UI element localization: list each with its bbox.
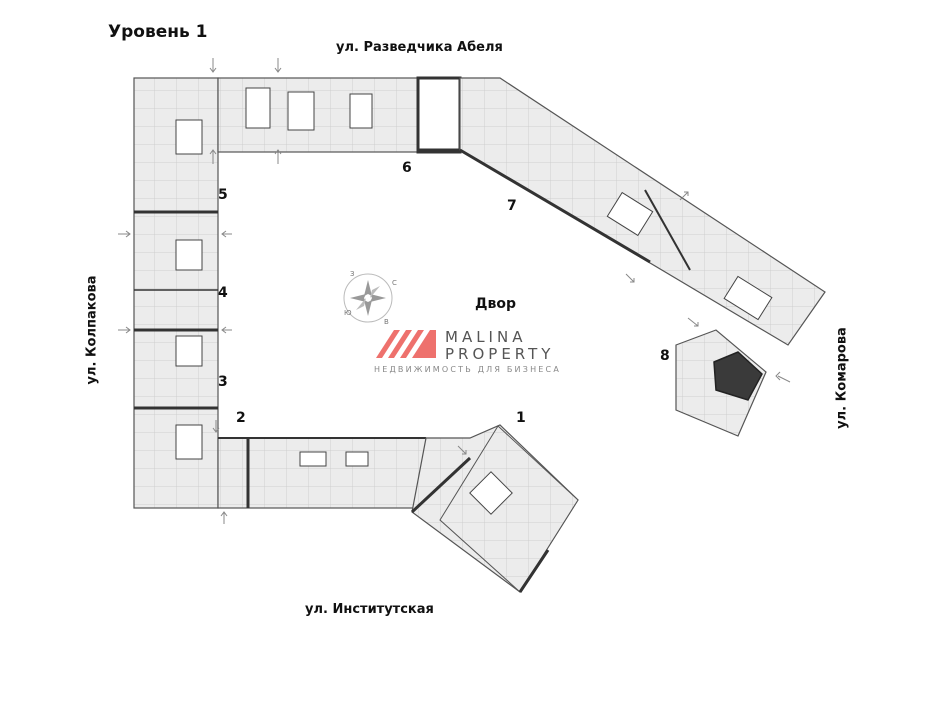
section-number-5: 5 [218,187,228,203]
level-title: Уровень 1 [108,22,208,42]
building-section-8 [675,329,767,437]
section-number-6: 6 [402,160,412,176]
building-diagonal-wing [459,77,826,346]
section-number-7: 7 [507,198,517,214]
entrance-arrows [118,58,791,524]
malina-logo-mark [376,330,436,358]
section-number-4: 4 [218,285,228,301]
compass-north-label: С [392,279,397,287]
compass-rose [343,273,393,323]
street-label-left: ул. Колпакова [84,275,100,385]
building-left-wing [133,77,219,509]
logo-line-2: PROPERTY [445,345,555,363]
logo-tagline: НЕДВИЖИМОСТЬ ДЛЯ БИЗНЕСА [374,365,561,374]
street-label-top: ул. Разведчика Абеля [336,40,503,55]
street-label-right: ул. Комарова [834,327,850,429]
compass-west-label: З [350,270,355,278]
yard-label: Двор [475,296,516,312]
building-section-1 [410,424,579,593]
section-number-3: 3 [218,374,228,390]
compass-south-label: Ю [344,309,352,317]
section-number-1: 1 [516,410,526,426]
logo-line-1: MALINA [445,328,527,346]
street-label-bottom: ул. Институтская [305,602,434,617]
building-bottom-wing [217,437,427,509]
section-number-2: 2 [236,410,246,426]
compass-east-label: В [384,318,389,326]
section-number-8: 8 [660,348,670,364]
building-top-wing [217,76,462,154]
